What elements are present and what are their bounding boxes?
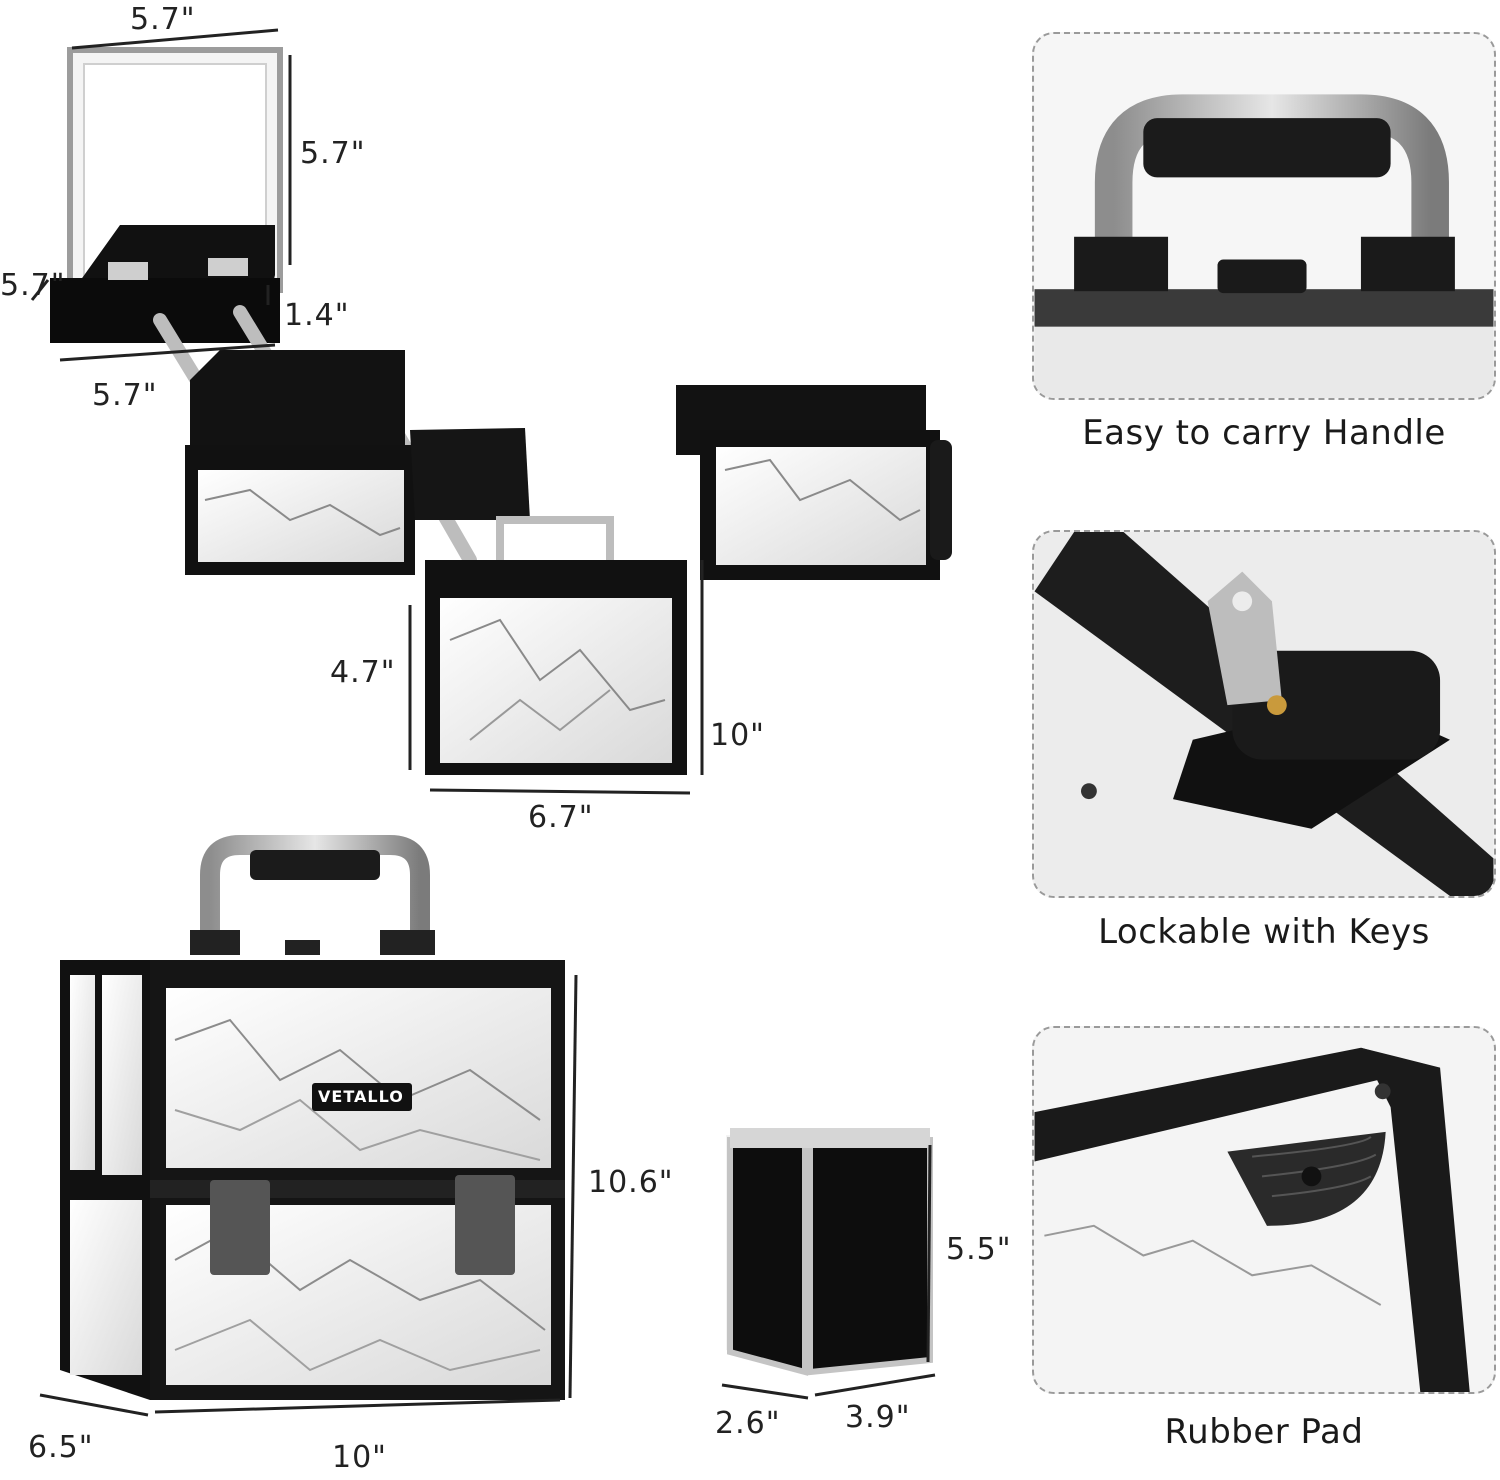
left-tray [185,350,415,575]
handle-icon [1034,34,1494,398]
brand-plate [312,1083,412,1111]
caption-lock: Lockable with Keys [1098,912,1430,952]
rubber-pad-icon [1034,1028,1494,1392]
detail-handle-card [1032,32,1496,400]
dim-tray-height: 1.4" [284,298,350,333]
caption-handle: Easy to carry Handle [1082,413,1446,453]
dim-case-depth: 6.5" [28,1430,94,1465]
right-tray [676,385,952,580]
dim-holder-depth: 2.6" [715,1406,781,1441]
dim-tray-depth: 5.7" [0,268,66,303]
brand-logo-text: VETALLO [318,1087,404,1106]
dim-holder-height: 5.5" [946,1232,1012,1267]
dim-tray-bottom-width: 5.7" [92,378,158,413]
dim-tray-top-width: 5.7" [130,2,196,37]
middle-tray [410,428,530,520]
dim-tray-top-height: 5.7" [300,136,366,171]
case-body [60,960,565,1400]
detail-lock-card [1032,530,1496,898]
caption-rubber-pad: Rubber Pad [1164,1412,1364,1452]
dim-case-height: 10.6" [588,1165,674,1200]
dim-open-width: 6.7" [528,800,594,835]
dim-open-height: 4.7" [330,655,396,690]
dim-open-total-height: 10" [710,718,765,753]
case-handle [190,835,435,955]
bottom-box [425,560,687,775]
detail-rubber-pad-card [1032,1026,1496,1394]
dim-holder-width: 3.9" [845,1400,911,1435]
lock-key-icon [1034,532,1494,896]
dim-case-width: 10" [332,1440,387,1475]
